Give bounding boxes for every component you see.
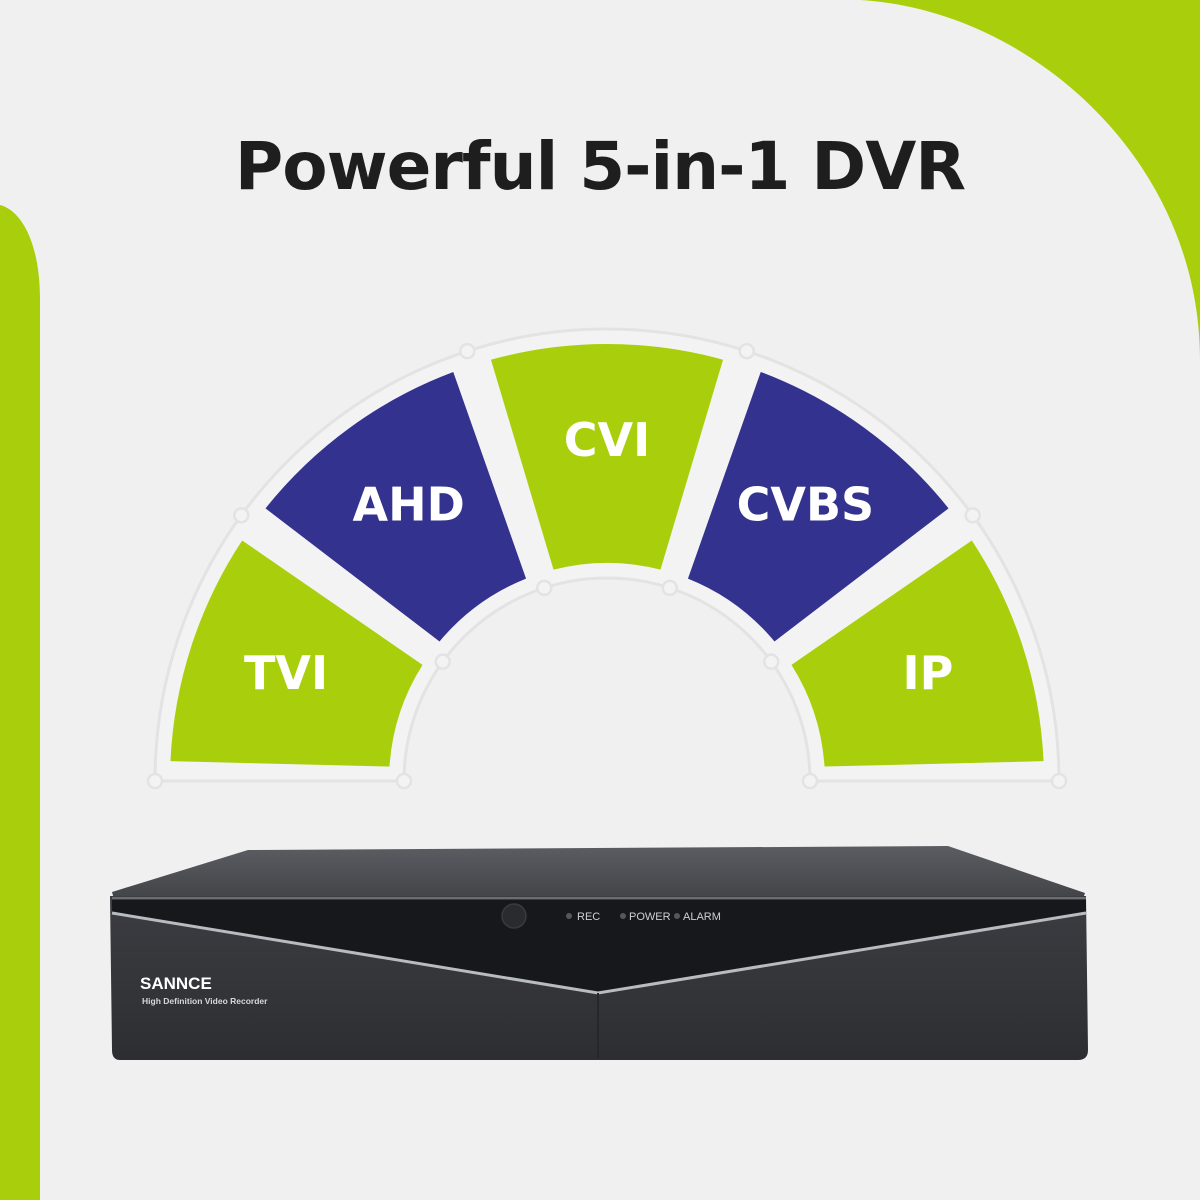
segment-label-tvi: TVI: [244, 646, 328, 700]
inner-node-icon: [395, 772, 413, 790]
device-subtitle: High Definition Video Recorder: [142, 996, 268, 1006]
ir-sensor-icon: [501, 903, 527, 929]
segment-label-ip: IP: [903, 646, 954, 700]
dvr-glossy-panel: [112, 900, 1086, 992]
power-led-icon: [620, 913, 626, 919]
page-title: Powerful 5-in-1 DVR: [234, 128, 966, 205]
segment-ahd: [265, 371, 527, 642]
indicator-rec: REC: [577, 911, 600, 923]
dvr-device: REC POWER ALARM SANNCE High Definition V…: [110, 846, 1088, 1060]
outer-node-icon: [1050, 772, 1068, 790]
segment-tvi: [170, 540, 423, 767]
outer-node-icon: [964, 507, 981, 524]
indicator-power: POWER: [629, 911, 671, 923]
inner-node-icon: [434, 653, 452, 670]
segment-cvbs: [687, 371, 949, 642]
protocol-arc-diagram: TVI AHD CVI CVBS IP: [146, 327, 1068, 790]
inner-node-icon: [661, 579, 678, 597]
inner-node-icon: [801, 772, 819, 790]
segment-ip: [791, 540, 1044, 767]
segment-label-ahd: AHD: [352, 477, 464, 531]
outer-node-icon: [738, 342, 755, 360]
outer-node-icon: [233, 507, 250, 524]
brand-logo: SANNCE: [140, 974, 212, 993]
rec-led-icon: [566, 913, 572, 919]
inner-node-icon: [536, 579, 553, 597]
outer-node-icon: [459, 342, 476, 360]
inner-node-icon: [762, 653, 780, 670]
alarm-led-icon: [674, 913, 680, 919]
segment-label-cvbs: CVBS: [737, 477, 875, 531]
segment-cvi: [490, 343, 724, 570]
indicator-alarm: ALARM: [683, 911, 721, 923]
dvr-top-face: [112, 846, 1085, 907]
outer-node-icon: [146, 772, 164, 790]
segment-label-cvi: CVI: [564, 413, 650, 467]
